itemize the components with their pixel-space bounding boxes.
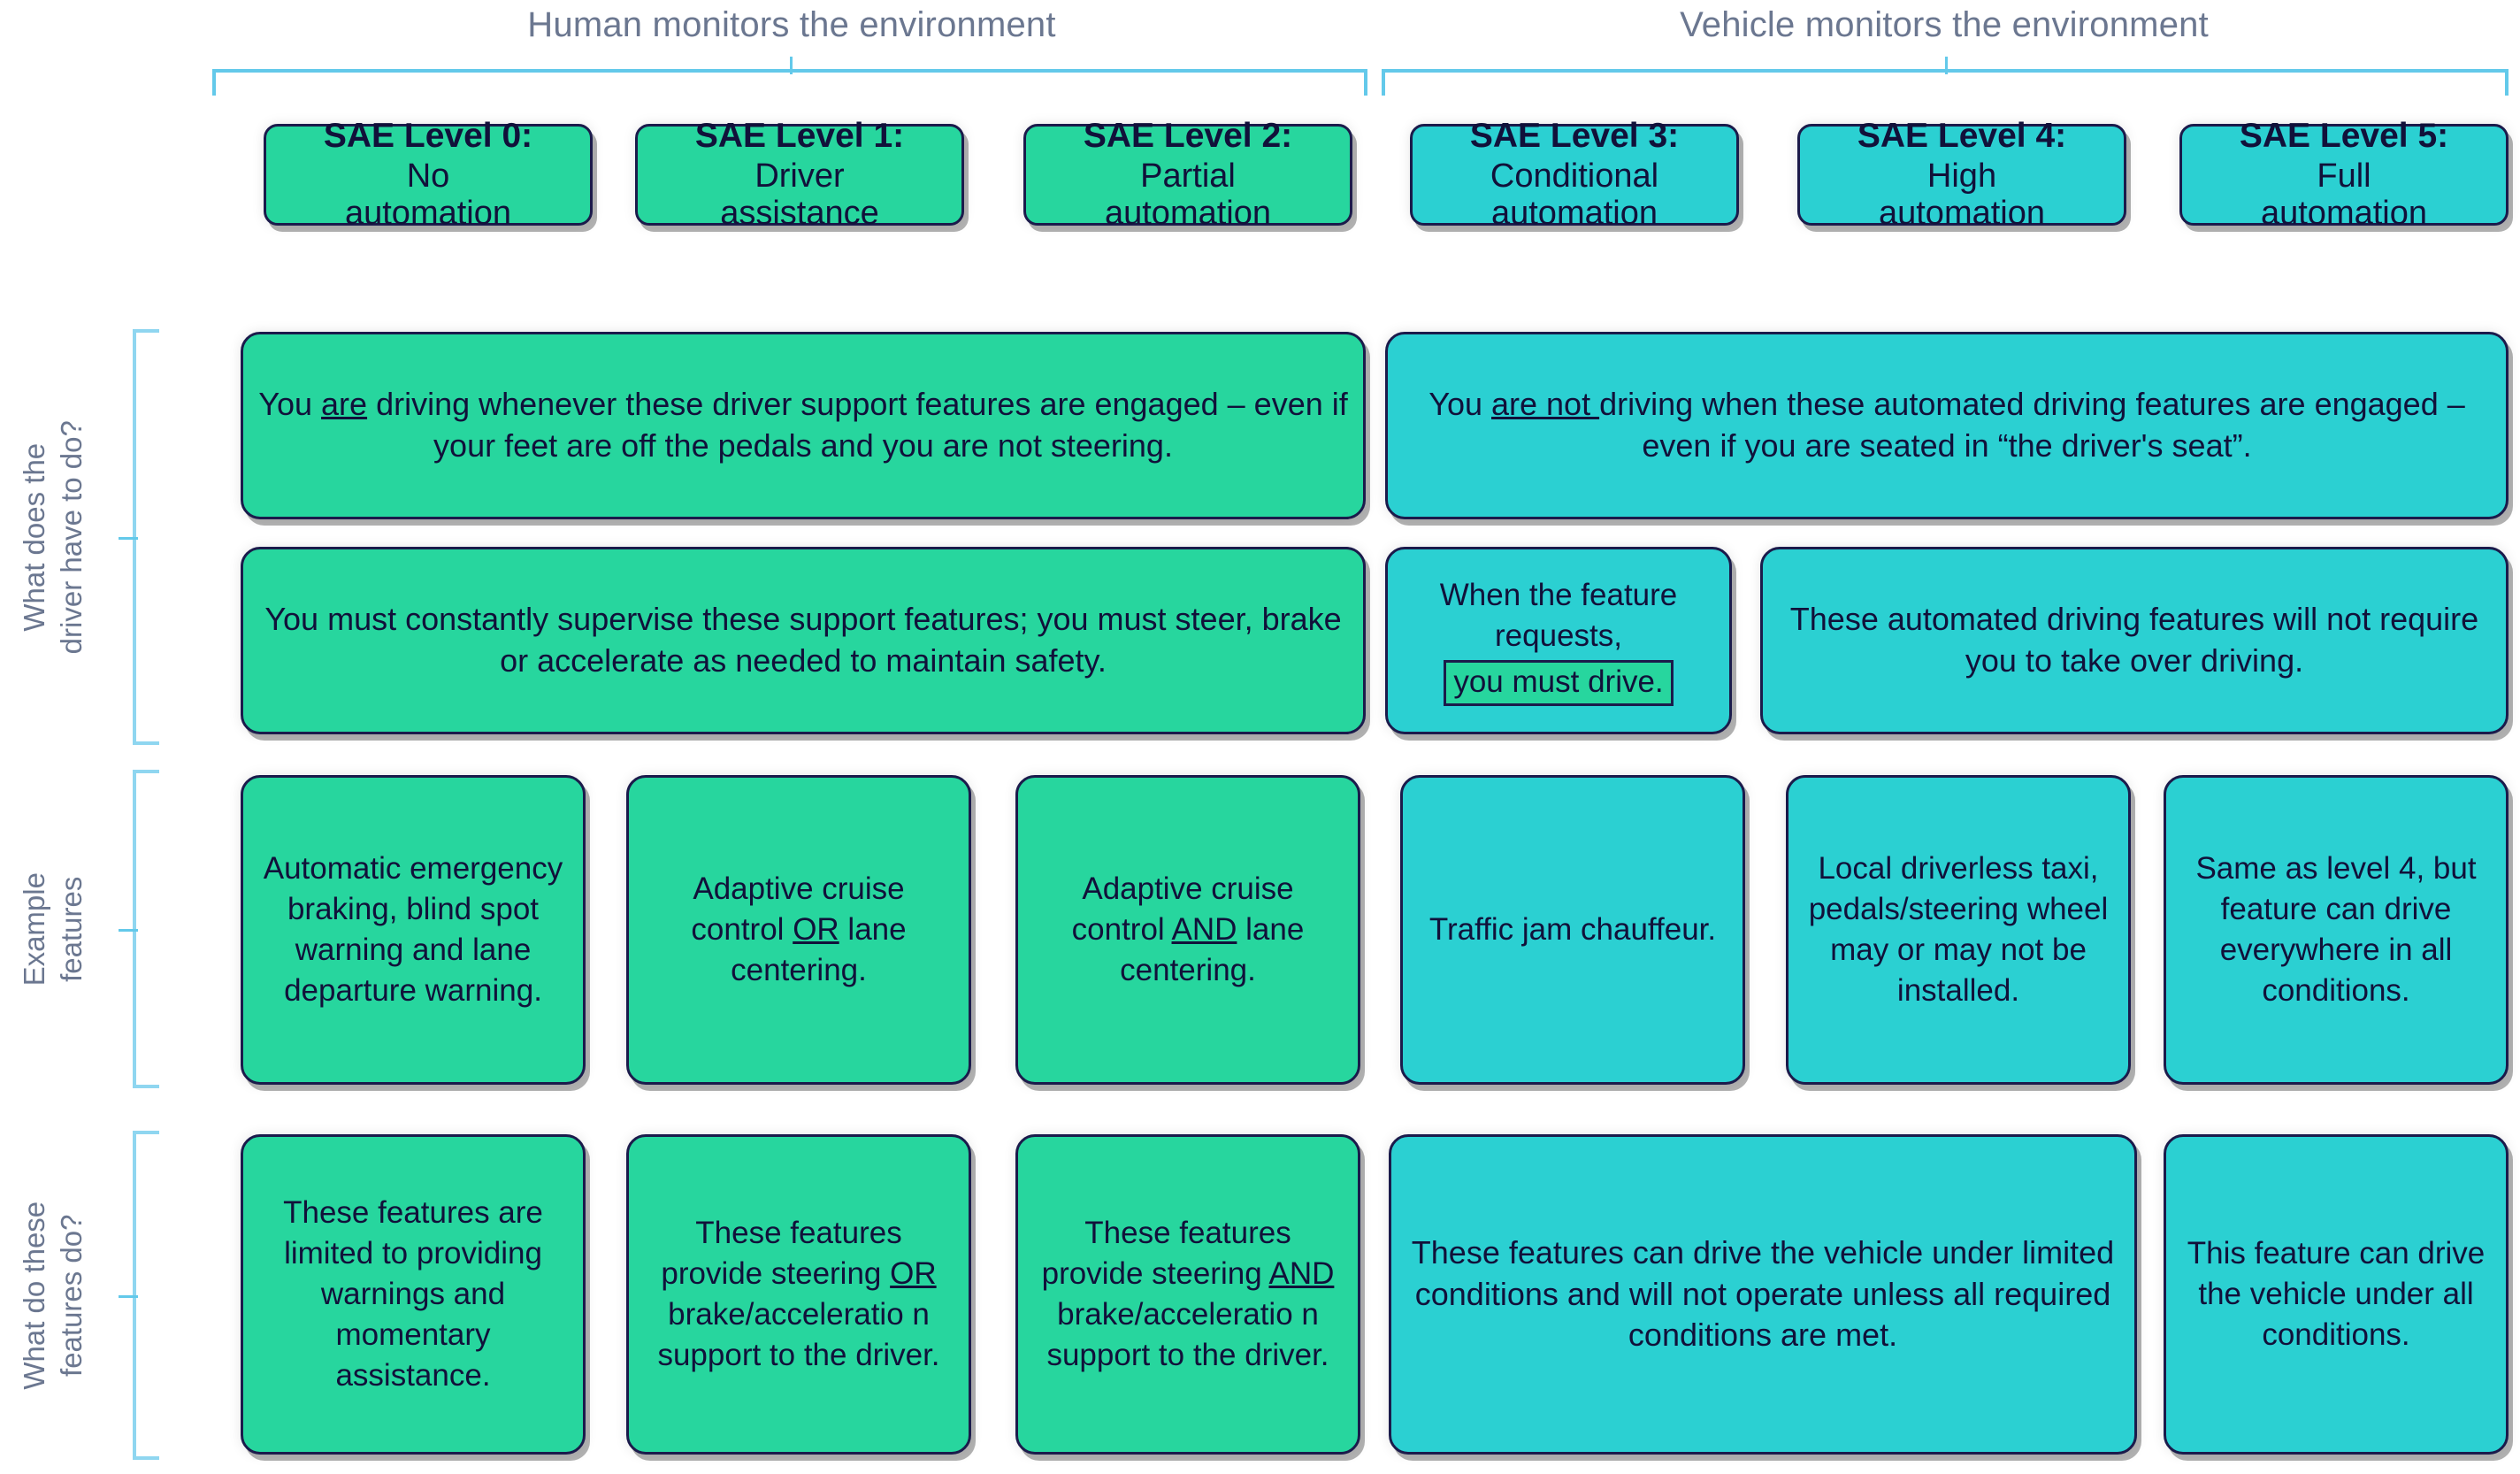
feature-duty-card-1-text-b: brake/acceleratio n support to the drive… [657,1297,940,1373]
feature-duty-card-0-text: These features are limited to providing … [283,1194,543,1393]
example-feature-card-5-text: Same as level 4, but feature can drive e… [2195,850,2477,1009]
bracket-mid-tick [119,537,138,540]
example-feature-card-0[interactable]: Automatic emergency braking, blind spot … [241,775,586,1085]
feature-duty-card-0[interactable]: These features are limited to providing … [241,1134,586,1455]
driver-duty-level45-takeover-text: These automated driving features will no… [1789,601,2479,679]
level-card-3-title: SAE Level 3: [1469,117,1680,156]
group-title-human: Human monitors the environment [527,5,1056,44]
driver-duty-vehicle-statement[interactable]: You are not driving when these automated… [1385,332,2509,519]
driver-duty-human-supervise[interactable]: You must constantly supervise these supp… [241,547,1366,734]
feature-duty-card-34[interactable]: These features can drive the vehicle und… [1389,1134,2137,1455]
level-card-1-title: SAE Level 1: [694,117,905,156]
driver-duty-level3-takeover[interactable]: When the feature requests, you must driv… [1385,547,1732,734]
driver-duty-human-supervise-text: You must constantly supervise these supp… [264,601,1342,679]
bracket-mid-tick [119,929,138,932]
driver-duty-level45-takeover[interactable]: These automated driving features will no… [1760,547,2509,734]
driver-duty-human-statement[interactable]: You are driving whenever these driver su… [241,332,1366,519]
level-card-2-title: SAE Level 2: [1083,117,1293,156]
example-feature-card-1-text: Adaptive cruise control OR lane centerin… [691,871,907,988]
example-feature-card-2[interactable]: Adaptive cruise control AND lane centeri… [1015,775,1360,1085]
driver-duty-level3-takeover-prefix: When the feature requests, [1439,577,1678,653]
feature-duty-card-2-emphasis: AND [1268,1255,1335,1291]
example-feature-card-5[interactable]: Same as level 4, but feature can drive e… [2164,775,2509,1085]
row-bracket-driver-duty [119,329,159,745]
example-feature-card-2-text: Adaptive cruise control AND lane centeri… [1071,871,1305,988]
feature-duty-card-2[interactable]: These features provide steering AND brak… [1015,1134,1360,1455]
bracket-mid-tick [1945,57,1948,74]
driver-duty-human-statement-text: You are driving whenever these driver su… [258,386,1348,464]
group-bracket-human [212,57,1367,96]
row-bracket-feature-duty [119,1131,159,1460]
bracket-mid-tick [790,57,793,74]
group-title-vehicle: Vehicle monitors the environment [1680,5,2209,44]
level-card-0-title: SAE Level 0: [323,117,533,156]
feature-duty-card-1[interactable]: These features provide steering OR brake… [626,1134,971,1455]
example-feature-card-0-text: Automatic emergency braking, blind spot … [263,850,563,1009]
feature-duty-card-2-text-a: These features provide steering [1041,1215,1291,1291]
bracket-mid-tick [119,1295,138,1298]
feature-duty-card-1-emphasis: OR [890,1255,937,1291]
example-feature-card-3-text: Traffic jam chauffeur. [1429,911,1717,947]
feature-duty-card-1-text-a: These features provide steering [661,1215,902,1291]
example-feature-card-1[interactable]: Adaptive cruise control OR lane centerin… [626,775,971,1085]
row-bracket-example-features [119,770,159,1088]
feature-duty-card-2-text-b: brake/acceleratio n support to the drive… [1046,1297,1329,1373]
example-feature-card-4-text: Local driverless taxi, pedals/steering w… [1808,850,2109,1009]
feature-duty-card-5[interactable]: This feature can drive the vehicle under… [2164,1134,2509,1455]
level-card-4-title: SAE Level 4: [1857,117,2067,156]
feature-duty-card-34-text: These features can drive the vehicle und… [1411,1233,2115,1354]
level-card-5-title: SAE Level 5: [2239,117,2449,156]
group-bracket-vehicle [1382,57,2509,96]
driver-duty-vehicle-statement-text: You are not driving when these automated… [1429,386,2465,464]
driver-duty-level3-takeover-highlight: you must drive. [1444,660,1674,707]
example-feature-card-3[interactable]: Traffic jam chauffeur. [1400,775,1745,1085]
example-feature-card-4[interactable]: Local driverless taxi, pedals/steering w… [1786,775,2131,1085]
feature-duty-card-5-text: This feature can drive the vehicle under… [2187,1235,2486,1353]
